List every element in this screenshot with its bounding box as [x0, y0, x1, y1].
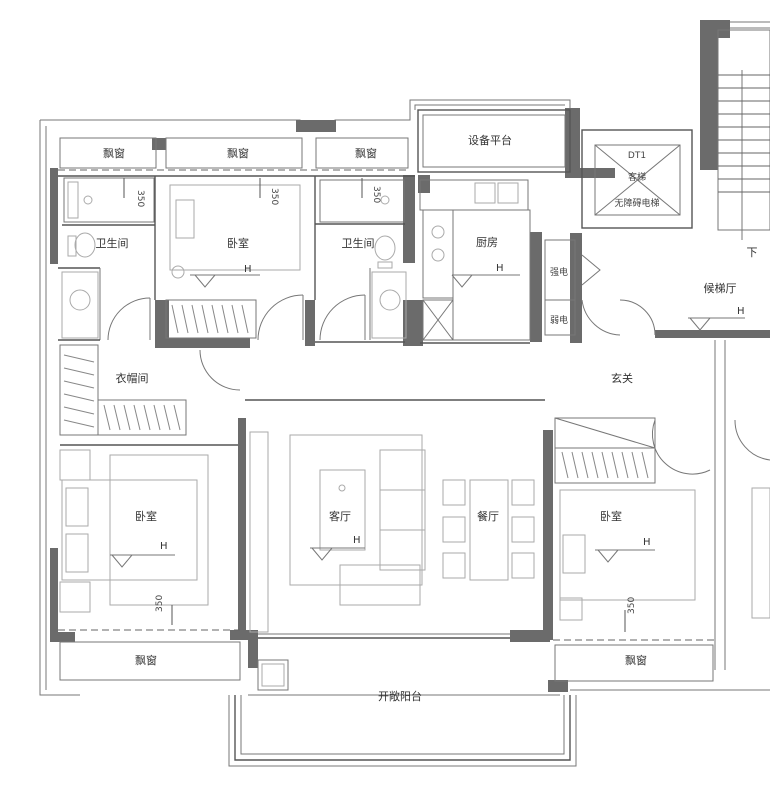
- h-mark-living: H: [353, 535, 361, 546]
- label-bathroom-2: 卫生间: [342, 236, 375, 250]
- label-bedroom-right: 卧室: [600, 509, 622, 523]
- left-bathroom-fixtures: [58, 176, 156, 341]
- label-walk-in-closet: 衣帽间: [116, 371, 149, 385]
- right-bedroom-area: [553, 417, 770, 682]
- balcony: [228, 659, 577, 767]
- label-elevator-accessible: 无障碍电梯: [614, 197, 659, 209]
- sill-labels: 350 350 350 350 350: [135, 186, 637, 614]
- label-foyer: 玄关: [611, 371, 633, 385]
- sill-label-5: 350: [627, 597, 637, 614]
- master-bedroom-area: [58, 344, 241, 681]
- label-stair-down: 下: [747, 246, 758, 259]
- label-strong-panel: 强电: [550, 266, 568, 278]
- kitchen-area: [417, 109, 571, 344]
- label-master-bedroom: 卧室: [135, 509, 157, 523]
- right-bathroom-fixtures: [314, 176, 407, 343]
- h-mark-bedroom-right: H: [643, 537, 651, 548]
- sill-label-4: 350: [155, 595, 165, 612]
- staircase: [651, 29, 770, 670]
- label-living-room: 客厅: [329, 509, 351, 523]
- h-mark-bedroom-top: H: [244, 264, 252, 275]
- h-mark-master: H: [160, 541, 168, 552]
- walls: [50, 20, 770, 692]
- label-bay-window-5: 飘窗: [625, 653, 647, 667]
- h-mark-elevator-hall: H: [737, 306, 745, 317]
- level-markers: [110, 274, 745, 568]
- label-elevator-hall: 候梯厅: [704, 281, 737, 295]
- label-bay-window-3: 飘窗: [355, 146, 377, 160]
- label-bay-window-2: 飘窗: [227, 146, 249, 160]
- h-mark-kitchen: H: [496, 263, 504, 274]
- top-bedroom-furniture: [165, 184, 304, 341]
- label-open-balcony: 开敞阳台: [378, 689, 422, 703]
- label-equipment-platform: 设备平台: [468, 133, 512, 147]
- label-bay-window-4: 飘窗: [135, 653, 157, 667]
- label-weak-panel: 弱电: [550, 314, 568, 326]
- label-elevator-code: DT1: [628, 151, 646, 161]
- label-bedroom-top: 卧室: [227, 236, 249, 250]
- bay-windows-top: [58, 137, 415, 177]
- label-elevator-type: 客梯: [628, 171, 646, 183]
- label-bathroom-1: 卫生间: [96, 236, 129, 250]
- sill-label-3: 350: [371, 186, 381, 203]
- label-kitchen: 厨房: [476, 236, 498, 249]
- room-labels: 飘窗 飘窗 飘窗 设备平台 DT1 客梯 无障碍电梯 卫生间 卧室 卫生间 厨房…: [96, 133, 758, 703]
- label-bay-window-1: 飘窗: [103, 146, 125, 160]
- sill-label-1: 350: [135, 190, 145, 207]
- elevator-core: [544, 129, 693, 336]
- outer-outline: [39, 21, 770, 696]
- sill-ticks: [123, 178, 626, 632]
- sill-label-2: 350: [269, 188, 279, 205]
- height-labels: H H H H H H: [160, 263, 745, 552]
- label-dining-room: 餐厅: [477, 509, 499, 523]
- living-dining-area: [245, 399, 545, 639]
